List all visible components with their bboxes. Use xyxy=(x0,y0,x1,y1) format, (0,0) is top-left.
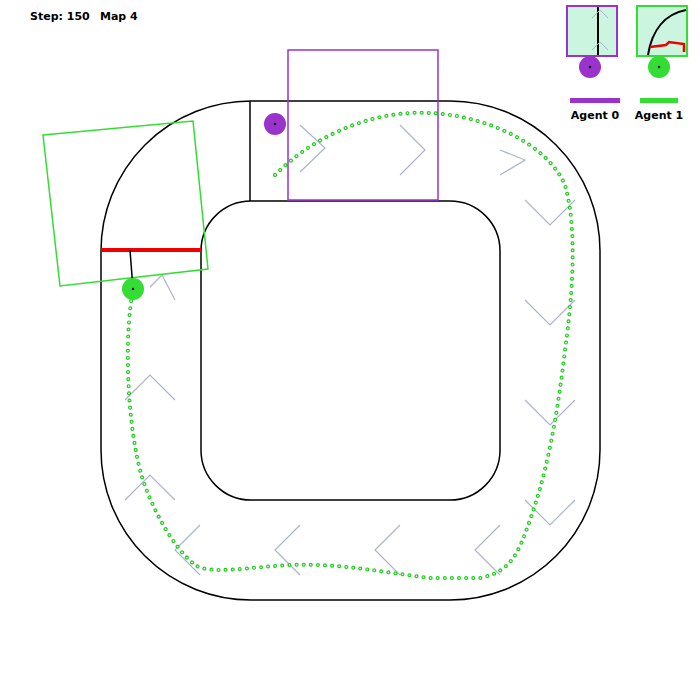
step-counter: Step: 150 xyxy=(30,10,90,23)
legend-label: Agent 0 xyxy=(571,109,619,122)
legend-swatch xyxy=(570,98,620,103)
map-name: Map 4 xyxy=(100,10,138,23)
legend-swatch xyxy=(640,98,678,103)
legend-label: Agent 1 xyxy=(635,109,683,122)
